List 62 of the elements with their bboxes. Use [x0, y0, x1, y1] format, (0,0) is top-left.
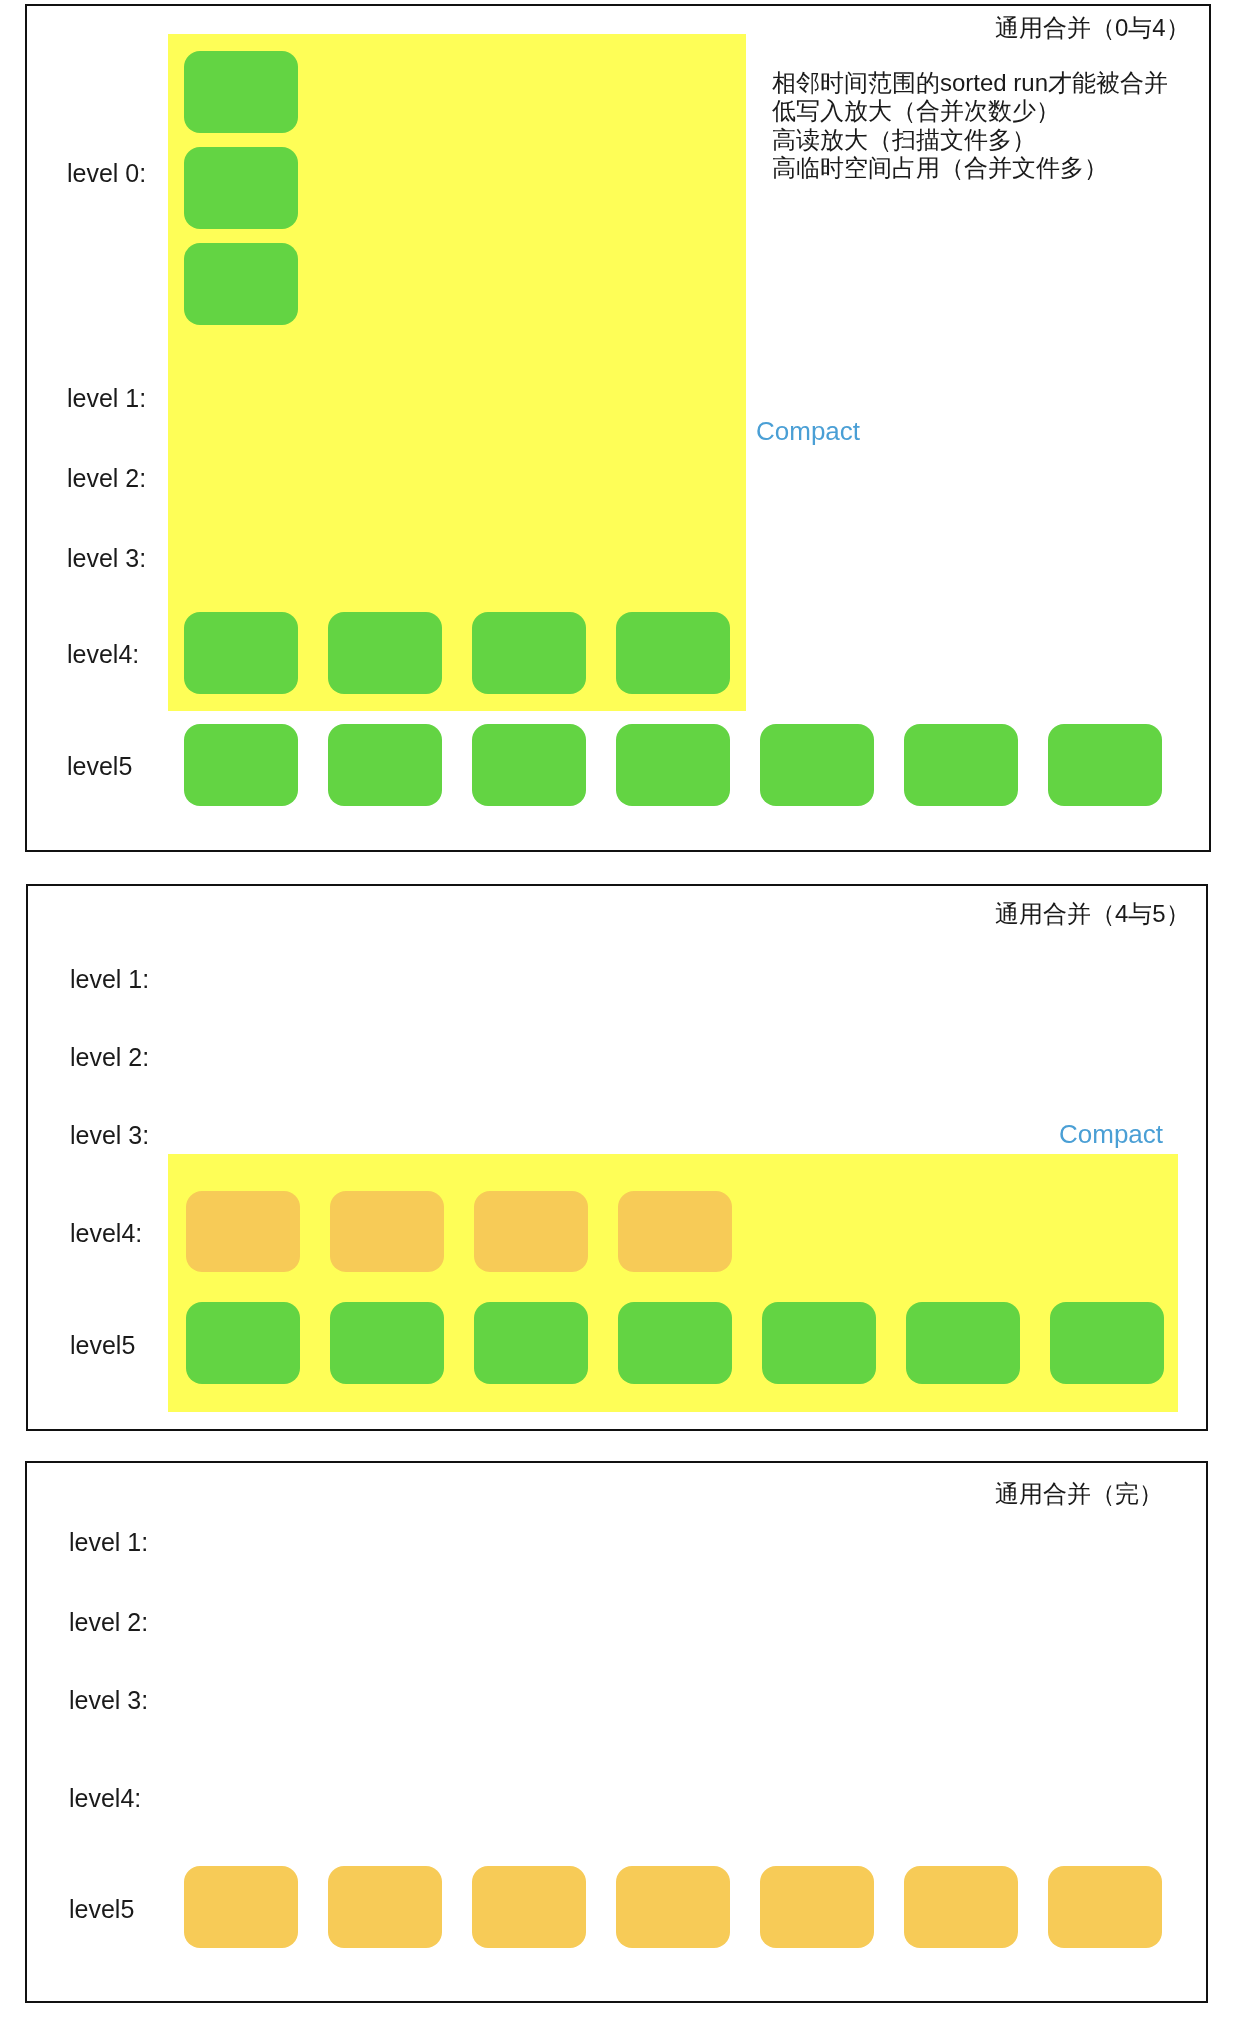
level-label: level 1:: [69, 1527, 149, 1557]
rounded-block: [472, 1866, 586, 1948]
rounded-block: [184, 147, 298, 229]
note-text: 高临时空间占用（合并文件多）: [772, 152, 1108, 182]
rounded-block: [472, 612, 586, 694]
rounded-block: [184, 612, 298, 694]
level-label: level 1:: [67, 383, 147, 413]
rounded-block: [472, 724, 586, 806]
rounded-block: [1048, 724, 1162, 806]
rounded-block: [186, 1191, 300, 1272]
rounded-block: [618, 1302, 732, 1384]
level-label: level4:: [69, 1783, 142, 1813]
note-text: 高读放大（扫描文件多）: [772, 124, 1036, 154]
panel-frame: [25, 4, 1211, 852]
highlight-region: [168, 34, 746, 711]
note-text: 低写入放大（合并次数少）: [772, 95, 1060, 125]
panel-frame: [25, 1461, 1208, 2003]
rounded-block: [616, 612, 730, 694]
rounded-block: [184, 243, 298, 325]
level-label: level 1:: [70, 964, 150, 994]
note-text: 相邻时间范围的sorted run才能被合并: [772, 67, 1169, 97]
compact-label: Compact: [1059, 1118, 1164, 1150]
level-label: level5: [67, 751, 133, 781]
rounded-block: [474, 1191, 588, 1272]
rounded-block: [760, 1866, 874, 1948]
level-label: level 0:: [67, 158, 147, 188]
rounded-block: [330, 1191, 444, 1272]
rounded-block: [616, 1866, 730, 1948]
level-label: level4:: [67, 639, 140, 669]
rounded-block: [330, 1302, 444, 1384]
level-label: level 3:: [69, 1685, 149, 1715]
compact-label: Compact: [756, 415, 861, 447]
panel-title: 通用合并（4与5）: [995, 898, 1190, 928]
rounded-block: [328, 1866, 442, 1948]
rounded-block: [1048, 1866, 1162, 1948]
rounded-block: [906, 1302, 1020, 1384]
rounded-block: [616, 724, 730, 806]
rounded-block: [328, 612, 442, 694]
level-label: level 2:: [67, 463, 147, 493]
rounded-block: [904, 1866, 1018, 1948]
rounded-block: [904, 724, 1018, 806]
level-label: level 2:: [70, 1042, 150, 1072]
rounded-block: [186, 1302, 300, 1384]
level-label: level5: [70, 1330, 136, 1360]
rounded-block: [328, 724, 442, 806]
rounded-block: [618, 1191, 732, 1272]
highlight-region: [168, 1154, 1178, 1412]
rounded-block: [184, 724, 298, 806]
level-label: level4:: [70, 1218, 143, 1248]
panel-title: 通用合并（0与4）: [995, 12, 1190, 42]
rounded-block: [762, 1302, 876, 1384]
level-label: level 3:: [70, 1120, 150, 1150]
rounded-block: [760, 724, 874, 806]
rounded-block: [1050, 1302, 1164, 1384]
level-label: level 2:: [69, 1607, 149, 1637]
rounded-block: [184, 1866, 298, 1948]
panel-frame: [26, 884, 1208, 1431]
level-label: level 3:: [67, 543, 147, 573]
panel-title: 通用合并（完）: [995, 1478, 1163, 1508]
rounded-block: [474, 1302, 588, 1384]
rounded-block: [184, 51, 298, 133]
level-label: level5: [69, 1894, 135, 1924]
